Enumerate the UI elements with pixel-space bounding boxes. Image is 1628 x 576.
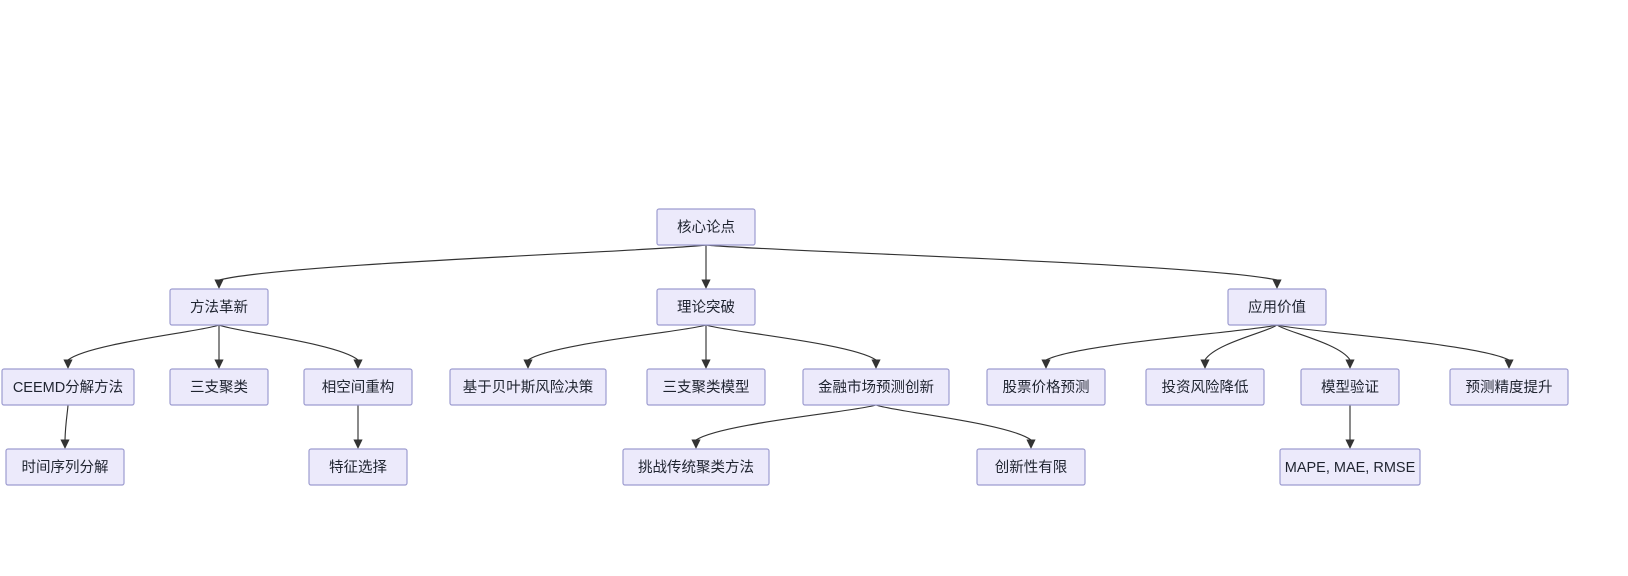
edge-arrowhead (214, 359, 224, 369)
flow-node-root[interactable]: 核心论点 (656, 208, 756, 246)
node-label: 投资风险降低 (1162, 379, 1249, 396)
flow-node-n3c[interactable]: 模型验证 (1300, 368, 1400, 406)
flow-node-n3[interactable]: 应用价值 (1227, 288, 1327, 326)
edge-arrowhead (1345, 359, 1355, 369)
flow-node-n2b[interactable]: 三支聚类模型 (646, 368, 766, 406)
node-label: 核心论点 (677, 219, 735, 236)
node-box[interactable] (802, 368, 950, 406)
flow-edge (695, 404, 877, 441)
node-label: 模型验证 (1321, 379, 1379, 396)
edge-arrowhead (1272, 279, 1282, 289)
node-label: 三支聚类模型 (663, 379, 750, 396)
node-label: 理论突破 (677, 299, 735, 316)
node-label: 基于贝叶斯风险决策 (463, 379, 594, 396)
flow-node-n3c1[interactable]: MAPE, MAE, RMSE (1279, 448, 1421, 486)
node-label: 挑战传统聚类方法 (638, 459, 754, 476)
edge-arrowhead (214, 279, 224, 289)
flow-edge (1045, 324, 1278, 361)
node-label: 方法革新 (190, 299, 248, 316)
edge-arrowhead (353, 439, 363, 449)
node-label: 创新性有限 (995, 459, 1068, 476)
node-box[interactable] (1300, 368, 1400, 406)
node-box[interactable] (1279, 448, 1421, 486)
flow-node-n1[interactable]: 方法革新 (169, 288, 269, 326)
flow-node-n1a[interactable]: CEEMD分解方法 (1, 368, 135, 406)
flow-node-n1b[interactable]: 三支聚类 (169, 368, 269, 406)
node-label: CEEMD分解方法 (13, 379, 123, 396)
node-label: 时间序列分解 (22, 459, 109, 476)
node-box[interactable] (622, 448, 770, 486)
flow-node-n1c[interactable]: 相空间重构 (303, 368, 413, 406)
edge-arrowhead (701, 359, 711, 369)
edge-arrowhead (691, 439, 701, 449)
node-box[interactable] (1227, 288, 1327, 326)
flow-node-n1c1[interactable]: 特征选择 (308, 448, 408, 486)
node-box[interactable] (5, 448, 125, 486)
flow-node-n2c[interactable]: 金融市场预测创新 (802, 368, 950, 406)
node-label: 预测精度提升 (1466, 379, 1553, 396)
edge-arrowhead (1504, 359, 1514, 369)
flow-edge (875, 404, 1032, 441)
node-box[interactable] (656, 288, 756, 326)
edge-arrowhead (523, 359, 533, 369)
flow-edge (67, 324, 220, 361)
flow-edge (1276, 324, 1351, 361)
node-box[interactable] (656, 208, 756, 246)
node-label: 金融市场预测创新 (818, 379, 934, 396)
flow-node-n3a[interactable]: 股票价格预测 (986, 368, 1106, 406)
node-label: 应用价值 (1248, 298, 1306, 316)
flow-node-n3b[interactable]: 投资风险降低 (1145, 368, 1265, 406)
flow-edge (218, 244, 707, 281)
node-box[interactable] (646, 368, 766, 406)
edge-arrowhead (1345, 439, 1355, 449)
edge-arrowhead (871, 359, 881, 369)
edge-arrowhead (1026, 439, 1036, 449)
edge-arrowhead (63, 359, 73, 369)
flow-edge (705, 244, 1278, 281)
flow-edge (64, 404, 69, 441)
node-box[interactable] (1145, 368, 1265, 406)
node-label: MAPE, MAE, RMSE (1285, 460, 1416, 476)
node-box[interactable] (169, 368, 269, 406)
flow-node-n2c2[interactable]: 创新性有限 (976, 448, 1086, 486)
node-box[interactable] (169, 288, 269, 326)
edges-layer (60, 244, 1514, 449)
flow-edge (218, 324, 359, 361)
edge-arrowhead (353, 359, 363, 369)
node-box[interactable] (303, 368, 413, 406)
flow-node-n1a1[interactable]: 时间序列分解 (5, 448, 125, 486)
edge-arrowhead (60, 439, 70, 449)
node-box[interactable] (976, 448, 1086, 486)
flow-node-n2c1[interactable]: 挑战传统聚类方法 (622, 448, 770, 486)
flow-edge (705, 324, 877, 361)
node-box[interactable] (986, 368, 1106, 406)
flow-edge (527, 324, 707, 361)
flow-edge (1276, 324, 1510, 361)
edge-arrowhead (1041, 359, 1051, 369)
node-label: 特征选择 (329, 459, 387, 476)
node-box[interactable] (1449, 368, 1569, 406)
flow-node-n3d[interactable]: 预测精度提升 (1449, 368, 1569, 406)
edge-arrowhead (1200, 359, 1210, 369)
flow-node-n2[interactable]: 理论突破 (656, 288, 756, 326)
node-label: 三支聚类 (190, 379, 248, 396)
flow-node-n2a[interactable]: 基于贝叶斯风险决策 (449, 368, 607, 406)
edge-arrowhead (701, 279, 711, 289)
flow-edge (1204, 324, 1278, 361)
node-box[interactable] (308, 448, 408, 486)
node-box[interactable] (449, 368, 607, 406)
node-label: 相空间重构 (322, 379, 395, 396)
node-box[interactable] (1, 368, 135, 406)
node-label: 股票价格预测 (1003, 379, 1090, 396)
